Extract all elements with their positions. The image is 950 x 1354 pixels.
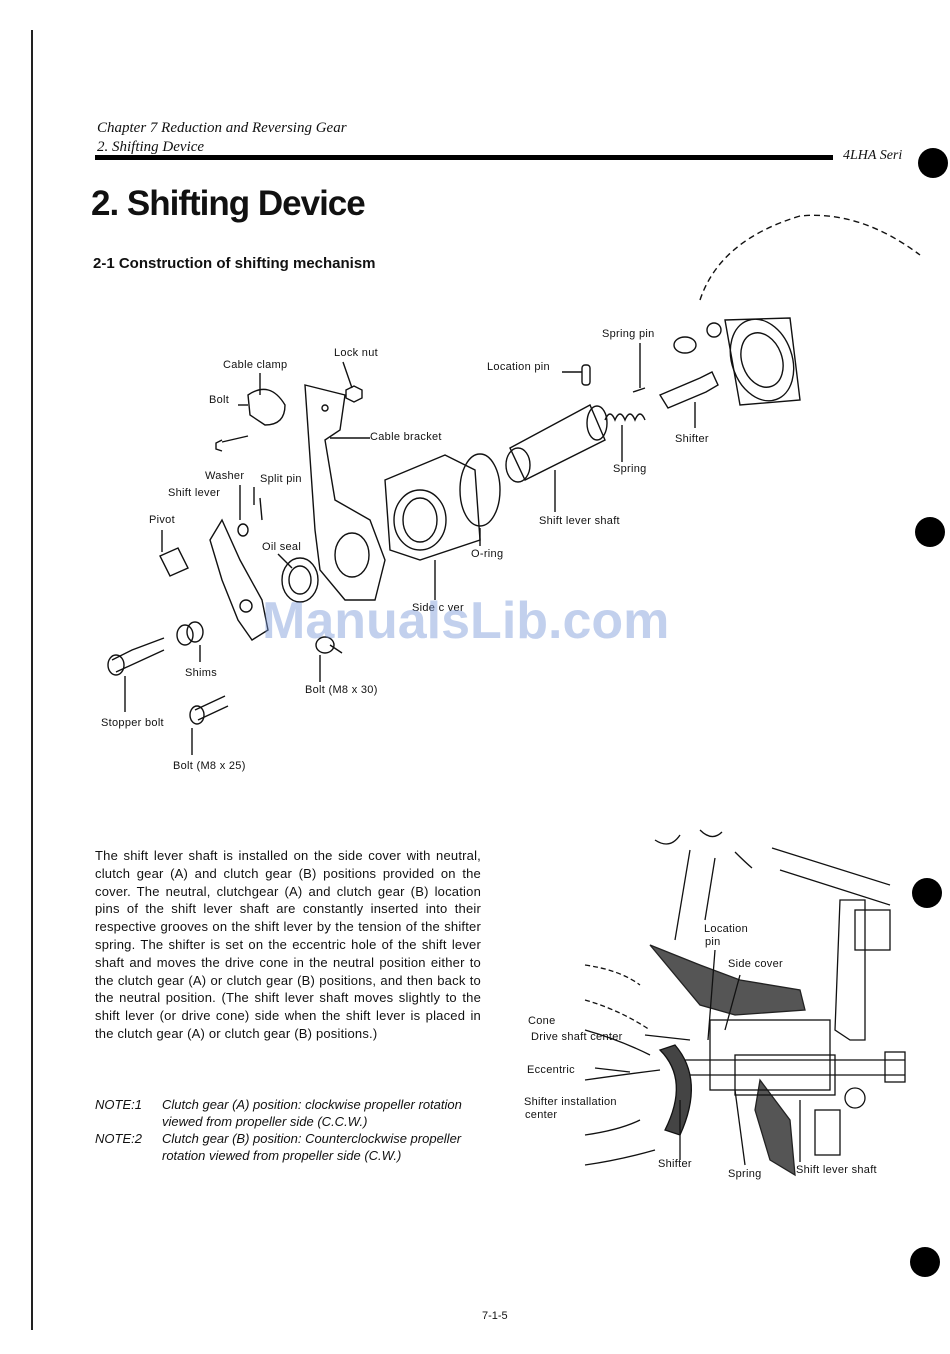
note-1-text: Clutch gear (A) position: clockwise prop… <box>162 1097 462 1129</box>
label-spring: Spring <box>613 463 647 475</box>
label2-side-cover: Side cover <box>728 958 783 970</box>
label-shift-lever-shaft: Shift lever shaft <box>539 515 620 527</box>
header-rule <box>95 155 833 160</box>
punch-hole <box>910 1247 940 1277</box>
label2-location: Location <box>704 923 748 935</box>
note-1-tag: NOTE:1 <box>95 1097 142 1112</box>
label2-shifter-installation: Shifter installation <box>524 1096 617 1108</box>
note-2-tag: NOTE:2 <box>95 1131 142 1146</box>
page-number: 7-1-5 <box>482 1310 508 1322</box>
punch-hole <box>918 148 948 178</box>
label-side-cover: Side c ver <box>412 602 464 614</box>
label2-pin: pin <box>705 936 721 948</box>
label-cable-bracket: Cable bracket <box>370 431 442 443</box>
label-split-pin: Split pin <box>260 473 302 485</box>
label-lock-nut: Lock nut <box>334 347 378 359</box>
label2-center: center <box>525 1109 558 1121</box>
label-shift-lever: Shift lever <box>168 487 221 499</box>
label-bolt-m8x30: Bolt (M8 x 30) <box>305 684 378 696</box>
label-o-ring: O-ring <box>471 548 504 560</box>
page-title: 2. Shifting Device <box>91 184 366 223</box>
label2-shifter: Shifter <box>658 1158 692 1170</box>
label2-shift-lever-shaft: Shift lever shaft <box>796 1164 877 1176</box>
label-bolt: Bolt <box>209 394 230 406</box>
label-cable-clamp: Cable clamp <box>223 359 288 371</box>
label-shifter: Shifter <box>675 433 709 445</box>
label2-drive-shaft-center: Drive shaft center <box>531 1031 623 1043</box>
label-bolt-m8x25: Bolt (M8 x 25) <box>173 760 246 772</box>
section-subtitle: 2-1 Construction of shifting mechanism <box>93 255 376 272</box>
label-shims: Shims <box>185 667 218 679</box>
note-2: NOTE:2 Clutch gear (B) position: Counter… <box>95 1130 481 1164</box>
label2-cone: Cone <box>528 1015 556 1027</box>
section-header: 2. Shifting Device <box>97 139 205 155</box>
label-location-pin: Location pin <box>487 361 550 373</box>
chapter-header: Chapter 7 Reduction and Reversing Gear <box>97 120 347 136</box>
label2-eccentric: Eccentric <box>527 1064 575 1076</box>
binder-edge <box>31 30 33 1330</box>
label-stopper-bolt: Stopper bolt <box>101 717 164 729</box>
note-2-text: Clutch gear (B) position: Counterclockwi… <box>162 1131 462 1163</box>
punch-hole <box>915 517 945 547</box>
punch-hole <box>912 878 942 908</box>
label-pivot: Pivot <box>149 514 175 526</box>
series-label: 4LHA Seri <box>843 148 903 163</box>
label2-spring: Spring <box>728 1168 762 1180</box>
watermark: ManualsLib.com <box>262 592 670 650</box>
label-oil-seal: Oil seal <box>262 541 302 553</box>
label-spring-pin: Spring pin <box>602 328 655 340</box>
label-washer: Washer <box>205 470 245 482</box>
note-1: NOTE:1 Clutch gear (A) position: clockwi… <box>95 1096 481 1130</box>
body-paragraph: The shift lever shaft is installed on th… <box>95 848 481 1041</box>
